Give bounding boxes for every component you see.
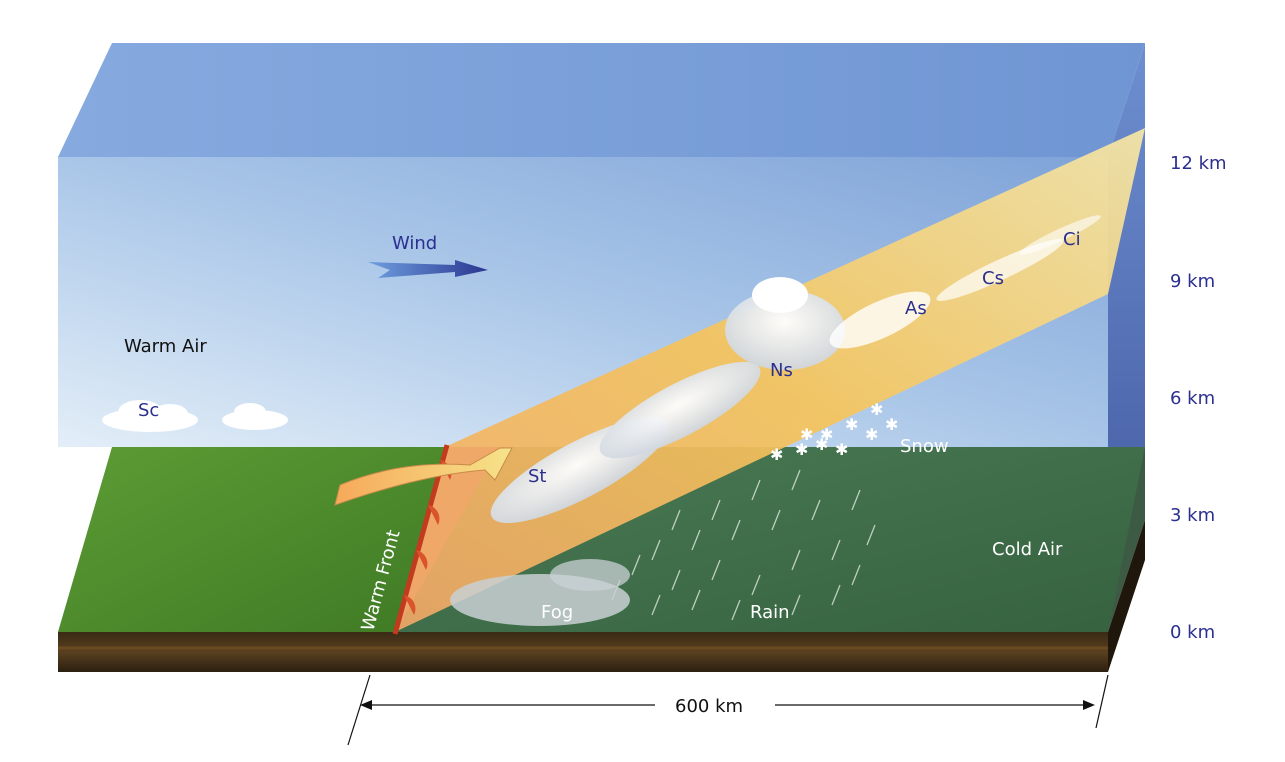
ns-label: Ns	[770, 360, 793, 381]
rain-streaks	[611, 469, 876, 621]
ci-label: Ci	[1063, 229, 1081, 250]
altitude-3km: 3 km	[1170, 505, 1215, 526]
altitude-0km: 0 km	[1170, 622, 1215, 643]
warm-air-label: Warm Air	[124, 336, 207, 357]
distance-label: 600 km	[675, 696, 743, 717]
svg-text:✱: ✱	[815, 435, 828, 454]
svg-text:✱: ✱	[885, 415, 898, 434]
svg-text:✱: ✱	[795, 440, 808, 459]
altitude-12km: 12 km	[1170, 153, 1227, 174]
front-band-lower	[395, 447, 500, 632]
sc-clouds	[102, 400, 288, 432]
frontal-clouds	[490, 215, 1101, 524]
cold-air-label: Cold Air	[992, 539, 1063, 560]
rain-label: Rain	[750, 602, 790, 623]
sc-label: Sc	[138, 400, 159, 421]
cs-label: Cs	[982, 268, 1004, 289]
soil-layer	[58, 632, 1108, 672]
as-label: As	[905, 298, 927, 319]
wind-arrow	[368, 260, 488, 278]
st-label: St	[528, 466, 546, 487]
altitude-9km: 9 km	[1170, 271, 1215, 292]
svg-text:✱: ✱	[800, 425, 813, 444]
snowflakes: ✱✱✱ ✱✱✱ ✱✱✱ ✱	[770, 400, 898, 464]
fog-label: Fog	[541, 602, 573, 623]
altitude-6km: 6 km	[1170, 388, 1215, 409]
svg-text:✱: ✱	[770, 445, 783, 464]
wind-label: Wind	[392, 233, 437, 254]
svg-text:✱: ✱	[835, 440, 848, 459]
sky-top-face	[58, 43, 1145, 157]
fog-cloud	[450, 559, 630, 626]
svg-text:✱: ✱	[845, 415, 858, 434]
svg-text:✱: ✱	[870, 400, 883, 419]
front-band	[395, 128, 1145, 632]
svg-text:✱: ✱	[820, 425, 833, 444]
svg-text:✱: ✱	[865, 425, 878, 444]
warm-air-arrow	[334, 447, 513, 506]
distance-marker	[347, 674, 1109, 746]
snow-label: Snow	[900, 436, 949, 457]
right-soil-side	[1108, 520, 1145, 672]
